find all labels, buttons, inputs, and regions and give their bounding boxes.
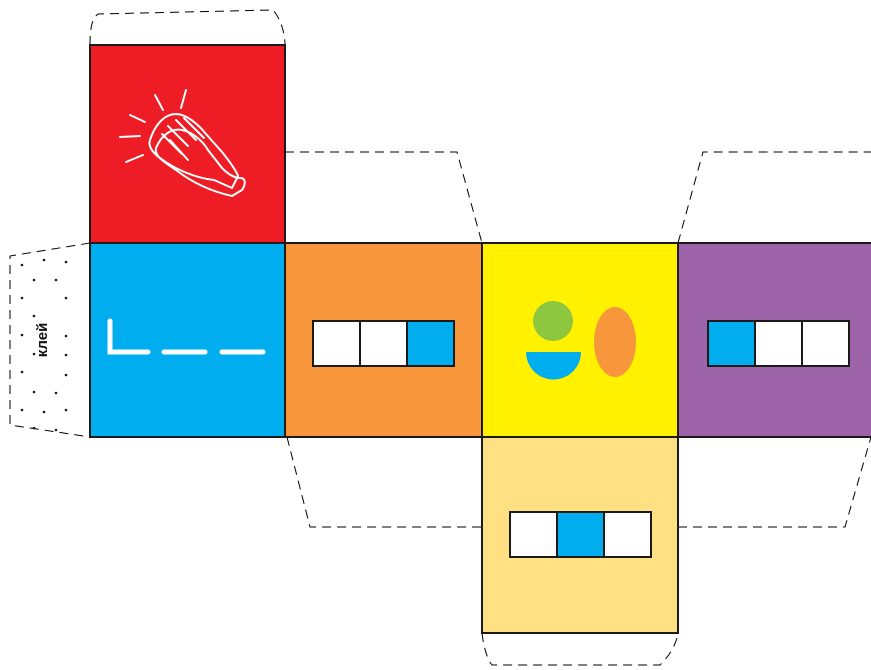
glue-flaps bbox=[9, 9, 871, 666]
glue-dot bbox=[42, 410, 46, 414]
glue-dot bbox=[32, 314, 36, 318]
glue-dot bbox=[20, 263, 24, 267]
sound-cell-white bbox=[754, 320, 803, 367]
face-yellow bbox=[481, 242, 679, 438]
glue-dot bbox=[20, 408, 24, 412]
clapping-hands-icon bbox=[119, 89, 246, 197]
sound-cell-white bbox=[603, 511, 652, 558]
glue-dot bbox=[32, 390, 36, 394]
sound-scheme-purple bbox=[707, 320, 850, 367]
sound-scheme-orange bbox=[312, 320, 455, 367]
flap-purple-bottom bbox=[678, 436, 871, 528]
glue-dot bbox=[64, 408, 68, 412]
glue-dot bbox=[20, 333, 24, 337]
glue-dot bbox=[54, 391, 58, 395]
sound-cell-blue bbox=[707, 320, 756, 367]
glue-dots bbox=[20, 258, 68, 432]
flap-bottom bbox=[481, 632, 679, 666]
face-top bbox=[89, 44, 286, 244]
sound-scheme-bottom bbox=[509, 511, 652, 558]
flap-orange-bottom bbox=[286, 436, 482, 528]
glue-dot bbox=[64, 296, 68, 300]
glue-dot bbox=[20, 296, 24, 300]
blank-word-lines bbox=[107, 318, 266, 355]
glue-dot bbox=[64, 334, 68, 338]
glue-dot bbox=[42, 258, 46, 262]
sound-cell-blue bbox=[556, 511, 605, 558]
glue-dot bbox=[32, 426, 36, 430]
glue-dot bbox=[64, 260, 68, 264]
glue-dot bbox=[54, 428, 58, 432]
glue-dot bbox=[20, 370, 24, 374]
flap-purple-top bbox=[677, 151, 871, 244]
flap-top bbox=[89, 9, 286, 46]
sound-cell-white bbox=[801, 320, 850, 367]
sound-cell-white bbox=[509, 511, 558, 558]
sound-cell-white bbox=[312, 320, 361, 367]
shape-figure bbox=[526, 301, 636, 380]
glue-dot bbox=[64, 373, 68, 377]
orange-oval bbox=[594, 307, 636, 377]
glue-tab-label: клей bbox=[34, 323, 51, 358]
glue-dot bbox=[32, 352, 36, 356]
blue-semicircle bbox=[526, 352, 581, 380]
face-left bbox=[89, 242, 286, 438]
sound-cell-blue bbox=[406, 320, 455, 367]
flap-orange-top bbox=[285, 151, 483, 244]
glue-dot bbox=[32, 278, 36, 282]
flap-glue-side bbox=[9, 242, 91, 438]
green-circle bbox=[533, 301, 573, 341]
sound-cell-white bbox=[359, 320, 408, 367]
glue-dot bbox=[54, 278, 58, 282]
glue-dot bbox=[64, 353, 68, 357]
